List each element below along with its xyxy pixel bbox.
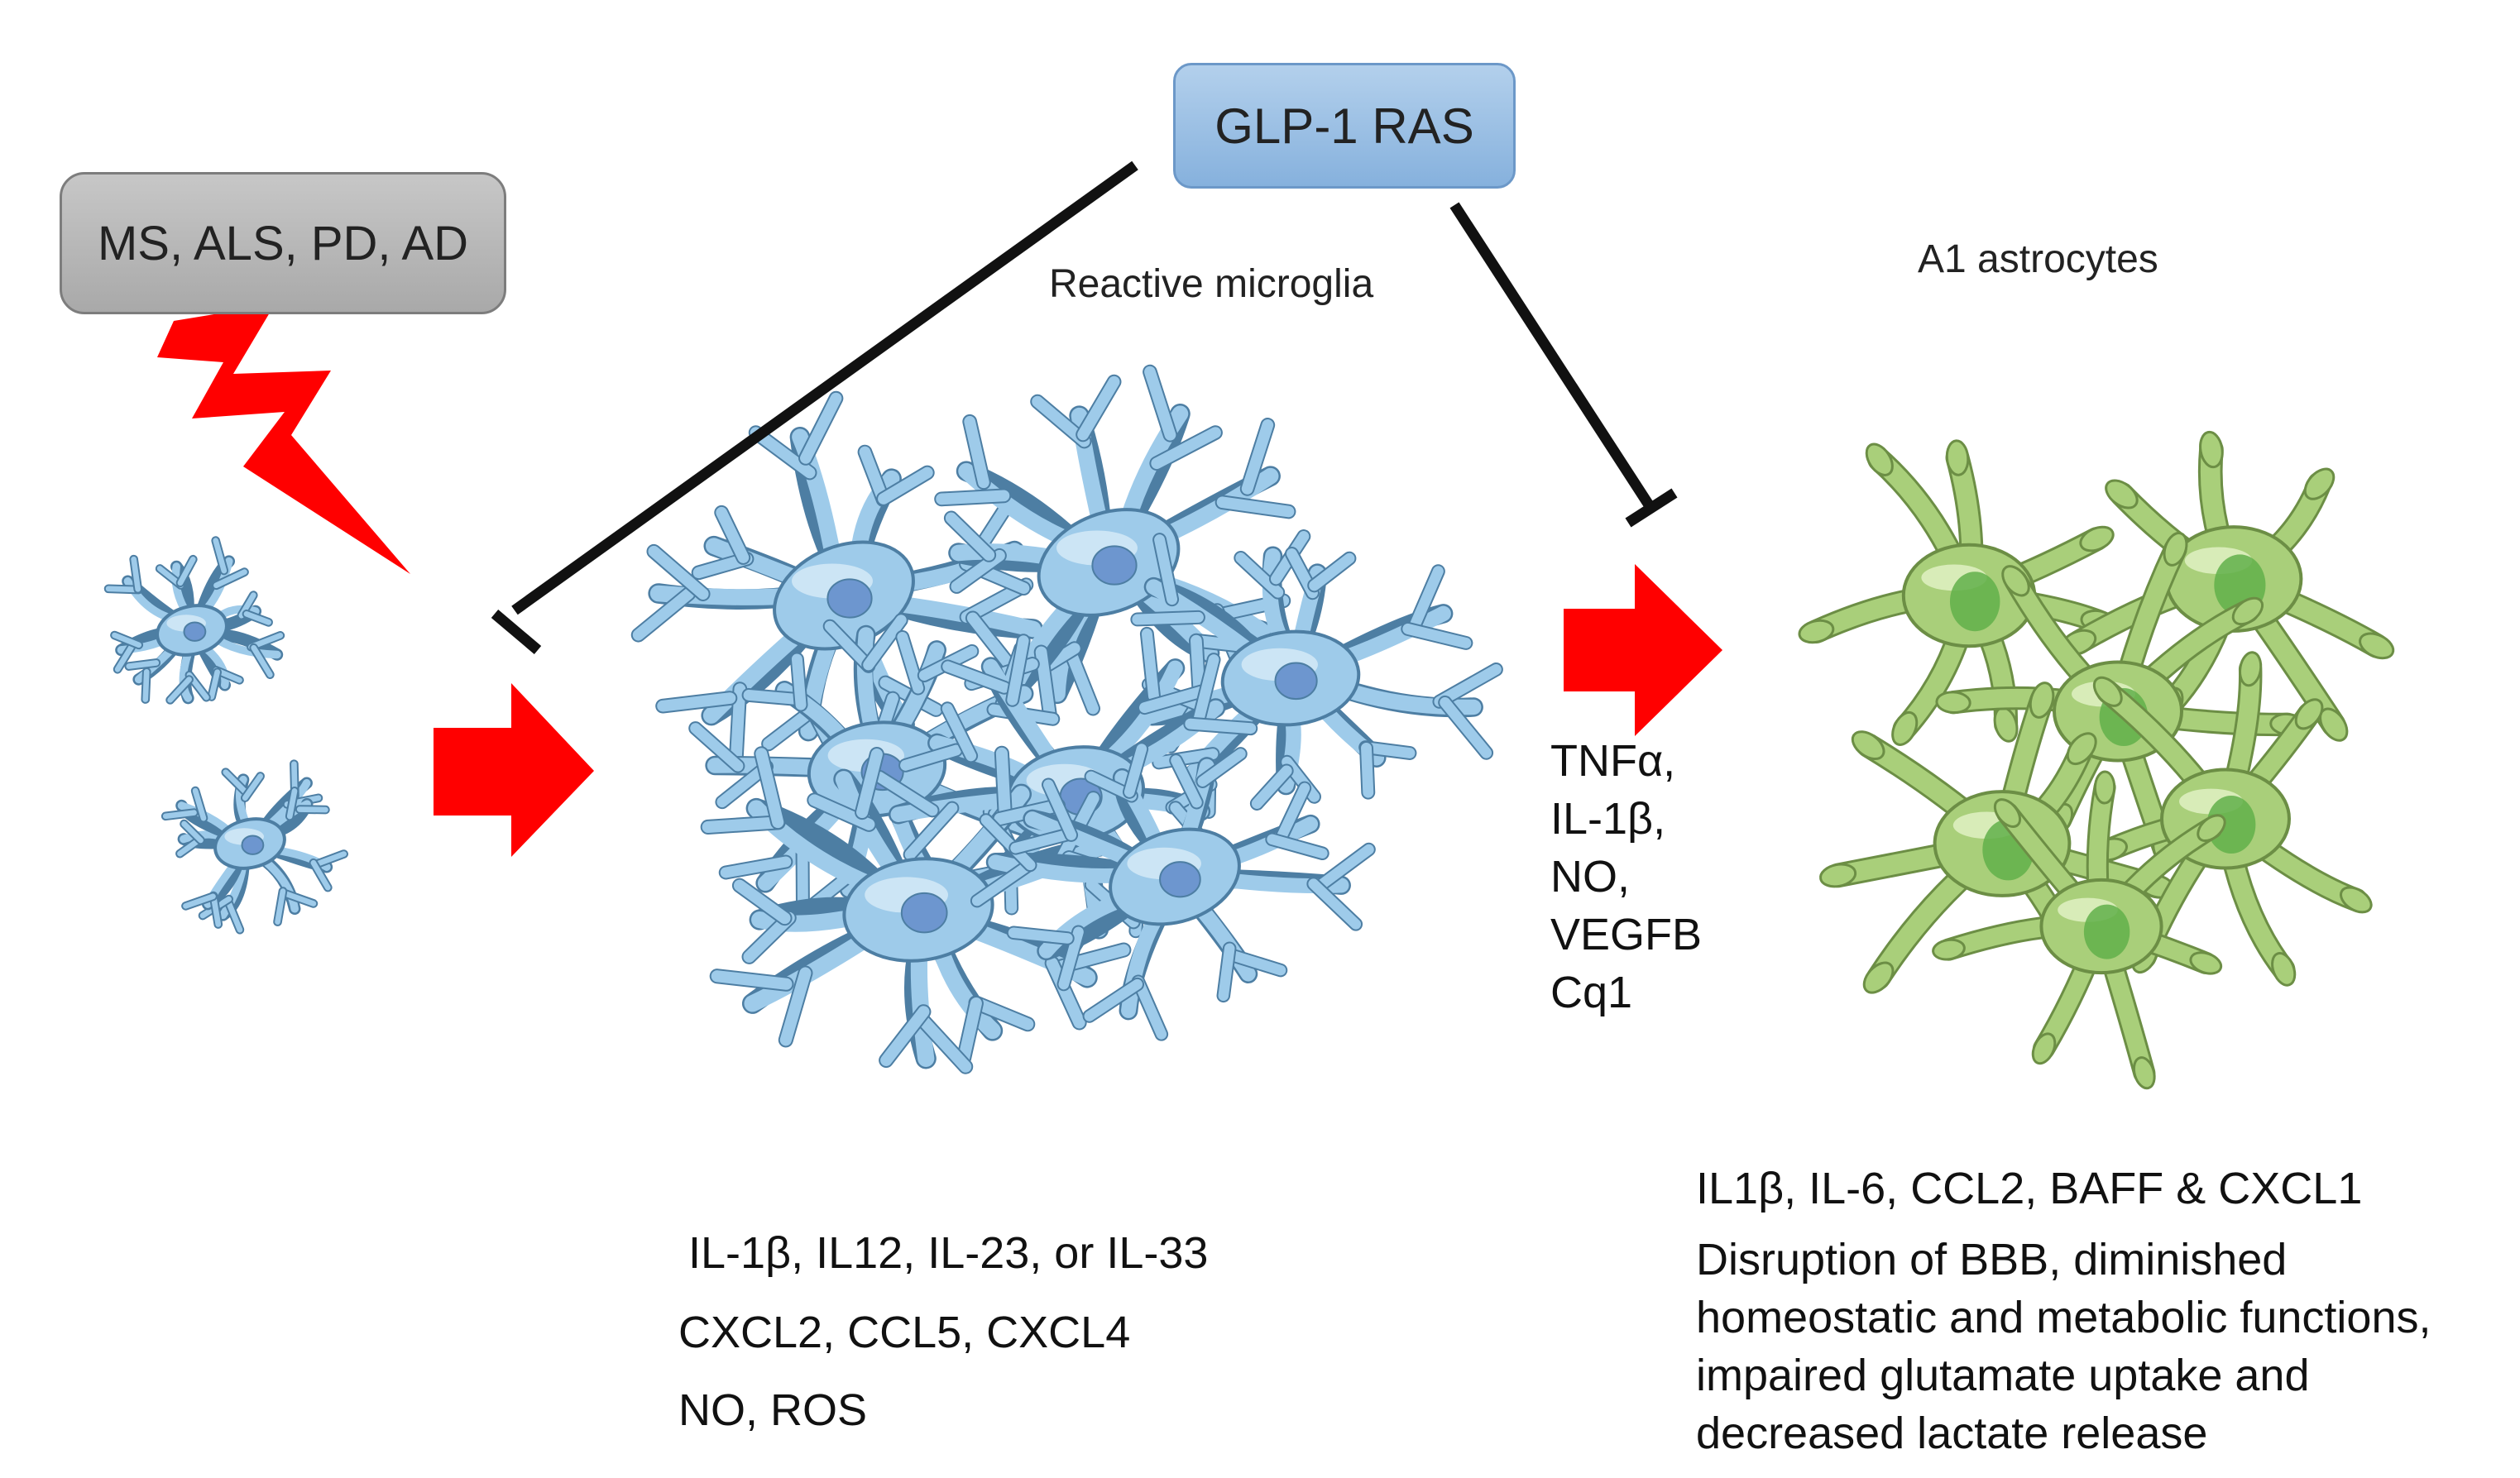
reactive-microglia-title: Reactive microglia <box>1049 262 1374 306</box>
reactive-microglia-cluster <box>630 364 1503 1074</box>
resting-microglia-cell <box>160 759 348 935</box>
reactive-microglia-cell <box>700 745 1144 1074</box>
resting-microglia-group <box>103 536 348 935</box>
microglia-product-line: IL-1β, IL12, IL-23, or IL-33 <box>688 1228 1209 1278</box>
inhibition-line-to-microglia <box>491 160 1138 654</box>
glp1-ras-box: GLP-1 RAS <box>1173 63 1516 189</box>
mediator-item: IL-1β, <box>1550 794 1666 844</box>
disease-box: MS, ALS, PD, AD <box>60 172 506 314</box>
activation-arrow-1 <box>434 683 594 857</box>
a1-astrocyte-cell <box>1932 770 2226 1090</box>
resting-microglia-cell <box>103 536 285 705</box>
activation-arrow-2 <box>1564 564 1722 736</box>
astrocyte-product-line: homeostatic and metabolic functions, <box>1696 1293 2431 1342</box>
astrocyte-product-line: decreased lactate release <box>1696 1409 2208 1458</box>
reactive-microglia-cell <box>630 390 1043 771</box>
astrocyte-product-line: Disruption of BBB, diminished <box>1696 1235 2288 1284</box>
inhibition-line-to-astrocytes <box>1449 202 1678 528</box>
a1-astrocytes-title: A1 astrocytes <box>1918 237 2158 281</box>
astrocyte-product-line: IL1β, IL-6, CCL2, BAFF & CXCL1 <box>1696 1164 2363 1213</box>
mediator-item: NO, <box>1550 852 1631 902</box>
reactive-microglia-cell <box>970 742 1376 1041</box>
mediator-item: VEGFB <box>1550 910 1703 959</box>
disease-lightning-bolt <box>157 304 410 574</box>
microglia-product-line: CXCL2, CCL5, CXCL4 <box>678 1308 1131 1357</box>
mediator-item: Cq1 <box>1550 968 1633 1017</box>
microglia-product-line: NO, ROS <box>678 1385 868 1435</box>
a1-astrocyte-cluster <box>1798 430 2395 1090</box>
astrocyte-product-line: impaired glutamate uptake and <box>1696 1351 2310 1400</box>
mediator-item: TNFα, <box>1550 736 1676 786</box>
